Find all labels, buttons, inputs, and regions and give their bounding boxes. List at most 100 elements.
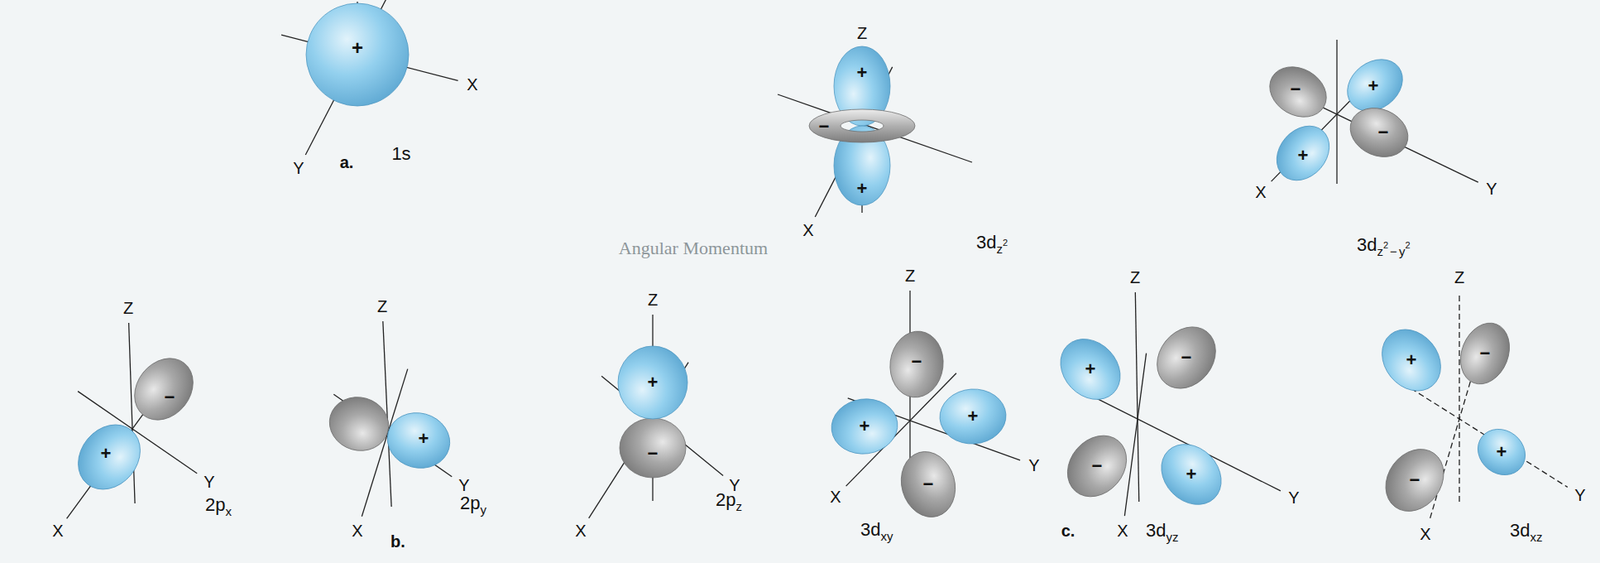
phase-sign: + — [647, 373, 659, 392]
orbital-lobe — [122, 346, 206, 432]
orbital-lobe — [886, 328, 948, 401]
axis-label: X — [802, 221, 814, 239]
orbital-panel — [323, 320, 457, 517]
orbital-lobe — [323, 389, 396, 457]
phase-sign: + — [1368, 76, 1380, 96]
orbital-lobe — [1048, 326, 1133, 412]
orbital-label: z — [1376, 244, 1384, 258]
orbital-label: 2p — [459, 493, 480, 513]
axis-label: Y — [1485, 180, 1497, 197]
orbital-lobe — [1144, 315, 1228, 400]
axis-label: Y — [1574, 486, 1586, 503]
phase-sign: + — [859, 416, 871, 436]
axis-label: Z — [1130, 268, 1141, 286]
coordinate-axis — [1124, 353, 1146, 516]
axis-label: Z — [123, 299, 134, 317]
orbital-lobe — [65, 411, 154, 502]
orbital-label: − — [1389, 244, 1398, 258]
phase-sign: − — [1181, 348, 1193, 367]
phase-sign: − — [1378, 123, 1390, 142]
orbital-panel — [777, 46, 973, 217]
axis-label: Y — [292, 159, 304, 177]
orbital-lobe — [1260, 57, 1336, 127]
axis-label: Y — [203, 473, 215, 490]
orbital-panel — [1048, 292, 1281, 517]
orbital-label: y — [1398, 244, 1406, 258]
phase-sign: + — [967, 407, 979, 426]
axis-label: X — [466, 76, 478, 93]
orbital-lobe — [1468, 419, 1534, 484]
phase-sign: + — [1085, 359, 1097, 379]
orbital-label: 2 — [1404, 240, 1410, 250]
orbital-lobe — [1370, 317, 1453, 403]
axis-label: X — [829, 488, 841, 505]
orbital-label: xy — [880, 529, 893, 542]
axis-label: Z — [377, 297, 388, 315]
axis-label: Y — [458, 476, 470, 494]
coordinate-axis — [1135, 292, 1139, 502]
orbital-label: 2 — [1002, 238, 1008, 248]
panel-letter: a. — [340, 153, 355, 171]
orbital-label: 3d — [1145, 521, 1166, 540]
orbital-label: 3d — [976, 233, 997, 252]
axis-label: X — [574, 522, 586, 539]
phase-sign: − — [1092, 456, 1103, 475]
phase-sign: + — [1186, 464, 1198, 484]
orbital-lobe — [381, 405, 457, 475]
orbital-panel — [1370, 292, 1568, 523]
axis-label: Z — [905, 267, 915, 284]
orbital-panel — [828, 290, 1021, 523]
coordinate-axis — [1458, 292, 1460, 502]
orbital-label: 2p — [205, 495, 226, 514]
phase-sign: − — [911, 352, 923, 371]
phase-sign: − — [164, 388, 176, 407]
orbital-lobe — [893, 445, 963, 524]
phase-sign: − — [647, 444, 659, 463]
orbital-panel — [1260, 39, 1479, 192]
panel-letter: b. — [390, 532, 406, 550]
phase-sign: + — [1406, 350, 1418, 369]
orbital-lobe — [1149, 431, 1234, 517]
phase-sign: − — [1409, 470, 1421, 489]
phase-sign: − — [819, 117, 830, 136]
axis-label: X — [1419, 525, 1431, 542]
s-orbital-sphere — [306, 3, 409, 106]
axis-label: Y — [1288, 488, 1299, 506]
axis-label: Z — [1454, 268, 1465, 286]
coordinate-axis — [1336, 39, 1337, 184]
axis-label: Y — [1028, 456, 1040, 474]
phase-sign: + — [857, 179, 868, 198]
orbital-label: yz — [1165, 530, 1179, 543]
orbital-panel — [65, 322, 206, 518]
phase-sign: + — [351, 38, 364, 58]
orbital-label: 3d — [860, 520, 881, 539]
orbital-label: x — [225, 504, 232, 518]
orbital-label: y — [479, 502, 487, 516]
orbital-lobe — [1374, 437, 1457, 523]
orbital-label: xz — [1529, 530, 1543, 543]
orbital-panel — [589, 314, 724, 518]
orbital-lobe — [619, 417, 686, 478]
orbital-lobe — [1451, 315, 1519, 391]
phase-sign: + — [100, 444, 112, 463]
orbital-panel — [281, 0, 459, 155]
torus-ring — [809, 109, 915, 143]
panel-letter: c. — [1061, 522, 1076, 539]
axis-label: X — [1116, 522, 1128, 539]
orbital-lobe — [1055, 423, 1140, 508]
phase-sign: − — [1290, 80, 1302, 99]
axis-label: X — [1255, 183, 1266, 201]
axis-label: X — [351, 522, 363, 539]
orbital-lobe — [617, 345, 688, 419]
axis-label: Z — [647, 291, 658, 308]
orbital-lobe — [938, 386, 1008, 446]
orbital-label: 2 — [1383, 240, 1389, 250]
orbital-lobe — [1342, 99, 1416, 166]
orbital-lobe — [828, 394, 901, 458]
orbital-label: z — [996, 242, 1003, 255]
orbital-label: 3d — [1356, 235, 1377, 254]
phase-sign: − — [1480, 344, 1491, 363]
